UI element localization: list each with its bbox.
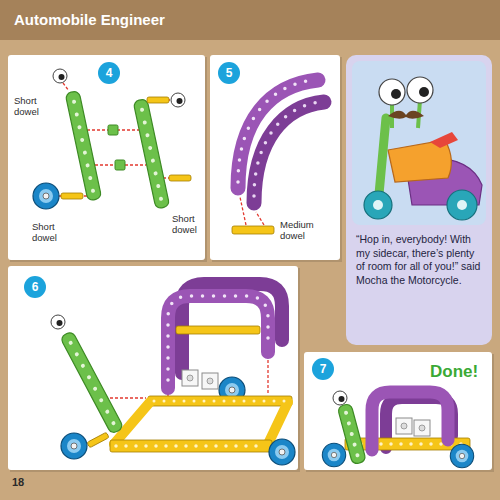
dowel	[169, 175, 191, 181]
step-panel: 6	[8, 266, 298, 470]
step-4-illustration	[33, 69, 192, 209]
quote-panel: “Hop in, everybody! With my sidecar, the…	[346, 55, 492, 345]
mocha-illustration	[373, 200, 383, 210]
step-7-illustration	[322, 391, 473, 468]
panel-grounds	[346, 55, 492, 345]
step-5-illustration	[254, 102, 324, 203]
step-6-illustration	[168, 296, 268, 388]
step-7-illustration	[372, 392, 448, 450]
step-5-illustration	[240, 197, 264, 225]
step-6-illustration	[154, 400, 288, 403]
eye	[53, 69, 67, 83]
page-number: 18	[12, 476, 24, 488]
step-6-illustration	[51, 284, 295, 465]
mocha-illustration	[407, 77, 433, 103]
wheel	[33, 183, 59, 209]
step-number: 4	[98, 62, 120, 84]
mocha-illustration	[388, 111, 424, 119]
step-5-illustration	[238, 80, 314, 182]
green-bar	[133, 99, 170, 210]
step-panel: 5Medium dowel	[210, 55, 340, 260]
header-band	[0, 0, 500, 40]
step-panel: 7 Done!	[304, 352, 492, 470]
step-5-illustration	[232, 80, 324, 234]
part-label: Short dowel	[32, 222, 72, 244]
part-label: Medium dowel	[280, 220, 336, 242]
mocha-illustration	[379, 79, 405, 105]
done-text: Done!	[430, 362, 478, 382]
panel-grounds	[8, 55, 205, 260]
step-6-illustration	[168, 296, 268, 380]
eye	[333, 391, 347, 405]
mocha-illustration	[352, 61, 486, 225]
panel-grounds	[8, 55, 494, 472]
green-bar	[65, 91, 102, 202]
step-number: 6	[24, 276, 46, 298]
wheel	[269, 439, 295, 465]
wheel	[61, 433, 87, 459]
white-cube	[202, 373, 218, 389]
dowel	[147, 97, 169, 103]
step-6-illustration	[110, 440, 272, 452]
step-panel: 4Short dowelShort dowelShort dowel	[8, 55, 208, 260]
green-connector	[108, 125, 118, 135]
dowel	[61, 193, 83, 199]
step-5-illustration	[238, 80, 318, 188]
white-cube	[182, 370, 198, 386]
panel-grounds	[210, 55, 340, 260]
step-number: 5	[218, 62, 240, 84]
mocha-illustration	[430, 132, 458, 148]
mocha-illustration	[419, 87, 429, 97]
eye	[171, 93, 185, 107]
white-cube	[414, 420, 430, 436]
mocha-illustration	[391, 89, 401, 99]
mocha-illustration	[457, 200, 467, 210]
step-number: 7	[312, 358, 334, 380]
eye	[51, 315, 65, 329]
panel-grounds	[8, 266, 298, 470]
part-label: Short dowel	[14, 96, 54, 118]
mocha-illustration	[447, 190, 477, 220]
part-label: Short dowel	[172, 214, 204, 236]
step-6-illustration	[148, 396, 292, 406]
step-5-illustration	[232, 226, 274, 234]
step-6-illustration	[116, 444, 266, 448]
step-6-illustration	[176, 326, 260, 334]
step-6-illustration	[114, 402, 288, 444]
dowel	[87, 432, 109, 448]
panel-grounds	[304, 352, 492, 470]
wheel	[322, 443, 345, 466]
mocha-illustration	[364, 191, 392, 219]
wheel	[450, 444, 473, 467]
mocha-illustration	[352, 61, 486, 225]
quote-text: “Hop in, everybody! With my sidecar, the…	[356, 233, 482, 288]
white-cube	[396, 418, 412, 434]
green-bar	[60, 331, 124, 435]
green-connector	[115, 160, 125, 170]
header-title: Automobile Engineer	[14, 11, 165, 28]
